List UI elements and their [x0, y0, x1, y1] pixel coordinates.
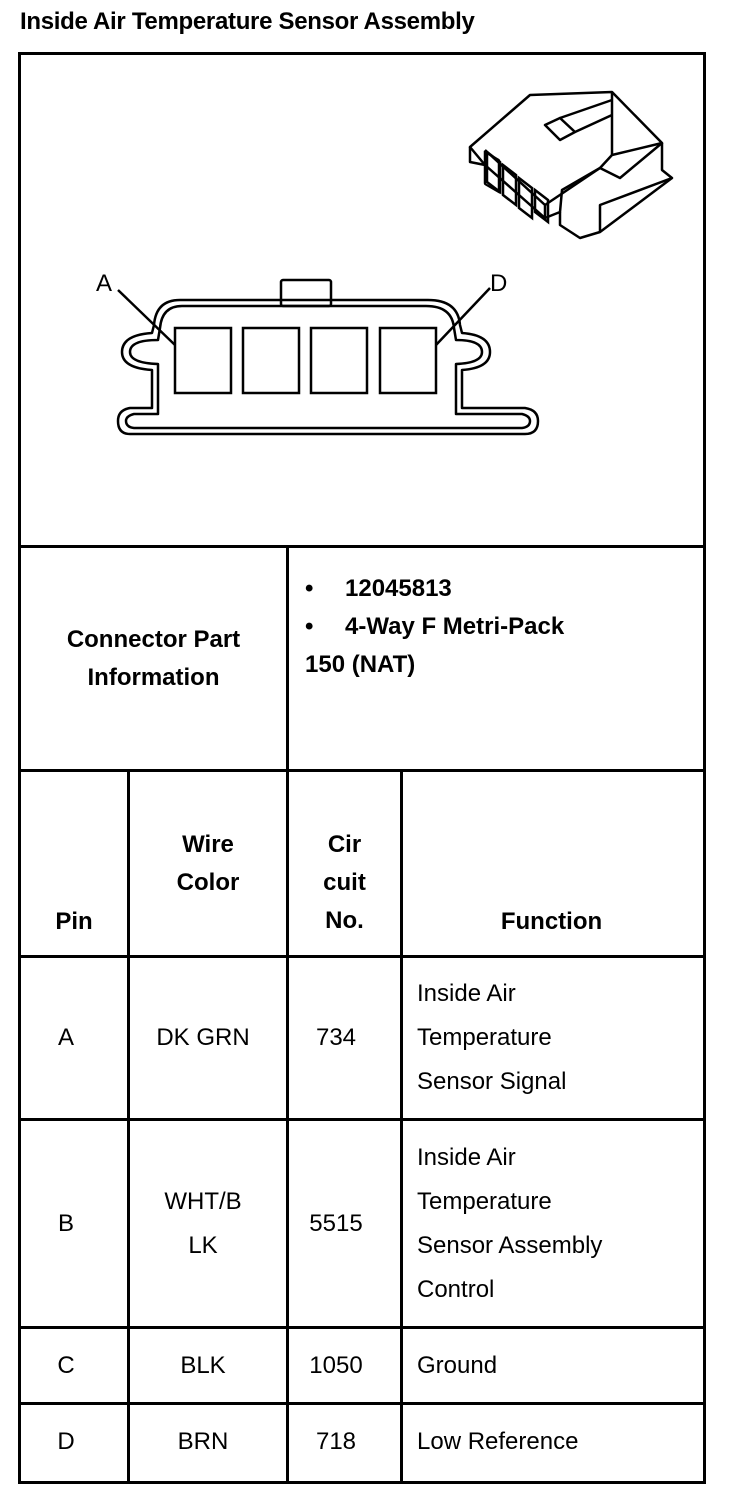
connector-info-details: • 12045813 • 4-Way F Metri-Pack 150 (NAT… — [289, 548, 700, 769]
part-number-item: • 12045813 — [305, 570, 700, 608]
bullet-icon: • — [305, 613, 314, 640]
row-c-pin: C — [57, 1351, 75, 1379]
row-d-pin: D — [57, 1427, 75, 1455]
row-d-wire-color: BRN — [177, 1427, 229, 1455]
row-a-function: Inside Air Temperature Sensor Signal — [417, 980, 567, 1095]
divider — [18, 955, 706, 958]
divider — [18, 1118, 706, 1121]
header-function: Function — [500, 908, 603, 935]
connector-info-label: Connector Part Information — [21, 548, 286, 769]
divider — [400, 769, 403, 1481]
row-d-circuit: 718 — [315, 1427, 357, 1455]
row-b-pin: B — [57, 1209, 74, 1237]
connector-diagram: A D — [96, 90, 674, 436]
row-c-circuit: 1050 — [309, 1351, 363, 1379]
page-title: Inside Air Temperature Sensor Assembly — [20, 8, 475, 35]
divider — [18, 545, 706, 548]
pin-a-label: A — [96, 270, 112, 297]
connector-face — [116, 278, 540, 436]
row-c-wire-color: BLK — [180, 1351, 226, 1379]
row-a-circuit: 734 — [315, 1024, 357, 1051]
bullet-icon: • — [305, 575, 314, 602]
row-a-wire-color: DK GRN — [156, 1024, 250, 1051]
part-number: 12045813 — [345, 575, 452, 602]
row-b-circuit: 5515 — [309, 1209, 363, 1237]
divider — [18, 1402, 706, 1405]
connector-3d-cavities — [485, 149, 550, 225]
connector-type-item: • 4-Way F Metri-Pack — [305, 608, 700, 646]
pin-d-label: D — [490, 270, 507, 297]
connector-type: 4-Way F Metri-Pack — [345, 613, 565, 640]
divider — [127, 769, 130, 1481]
divider — [286, 545, 289, 1481]
row-a-pin: A — [57, 1024, 74, 1051]
connector-type-continued: 150 (NAT) — [305, 651, 416, 678]
divider — [18, 1326, 706, 1329]
pin-leader-lines — [117, 287, 491, 346]
header-wire-color: Wire Color — [176, 831, 240, 896]
row-c-function: Ground — [417, 1351, 498, 1379]
connector-table-frame — [18, 52, 706, 1484]
divider — [18, 769, 706, 772]
row-b-function: Inside Air Temperature Sensor Assembly C… — [417, 1143, 603, 1303]
row-d-function: Low Reference — [417, 1427, 579, 1455]
connector-3d-sketch — [468, 90, 674, 240]
header-pin: Pin — [55, 908, 93, 935]
connector-pin-cavities — [173, 326, 438, 395]
header-circuit-no: Cir cuit No. — [323, 831, 366, 934]
connector-info-label-text: Connector Part Information — [66, 625, 241, 691]
row-b-wire-color: WHT/B LK — [164, 1187, 242, 1259]
